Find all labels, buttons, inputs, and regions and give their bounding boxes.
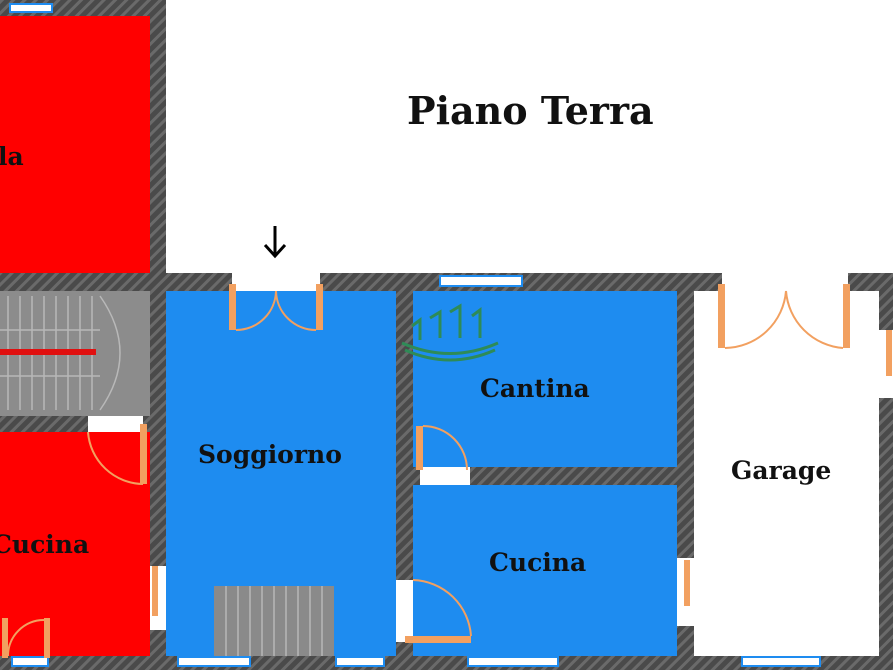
plan-title: Piano Terra <box>407 88 654 133</box>
room-garage <box>694 291 879 656</box>
stair-rail <box>0 349 96 355</box>
room-left-upper <box>0 16 150 273</box>
room-label-cucina-middle: Cucina <box>489 548 587 577</box>
stairs-soggiorno <box>214 586 334 656</box>
windows <box>9 3 821 667</box>
room-left-cucina <box>0 432 150 656</box>
arrow-down-icon <box>263 226 287 259</box>
logo-watermark <box>401 303 499 362</box>
room-label-cucina-left: Cucina <box>0 530 90 559</box>
room-label-cantina: Cantina <box>480 374 590 403</box>
doors <box>2 284 892 658</box>
room-label-garage: Garage <box>731 456 832 485</box>
room-label-left-upper: la <box>0 142 24 171</box>
room-cucina-middle <box>413 485 677 656</box>
room-label-soggiorno: Soggiorno <box>198 440 342 469</box>
room-cantina <box>413 291 677 467</box>
